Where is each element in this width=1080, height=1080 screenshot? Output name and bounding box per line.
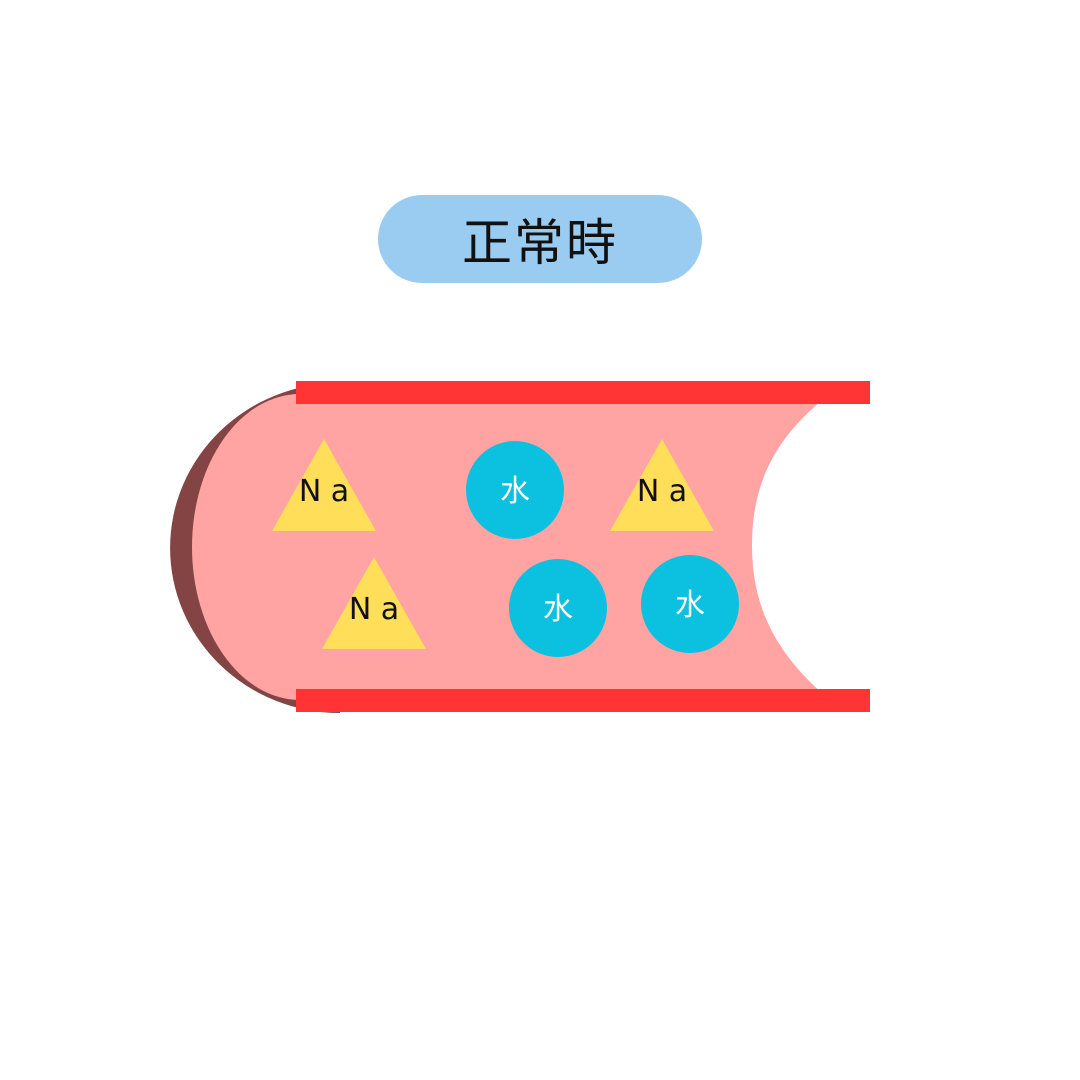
title-text: 正常時	[462, 214, 618, 272]
vessel-wall-bottom	[296, 689, 870, 712]
water-circle	[466, 441, 564, 539]
vessel-wall-top	[296, 381, 870, 404]
water-label: 水	[675, 588, 705, 623]
water-circle	[509, 559, 607, 657]
title-pill: 正常時	[378, 195, 702, 283]
sodium-label: N a	[637, 474, 687, 509]
vessel-lumen	[192, 394, 830, 700]
water-circle	[641, 555, 739, 653]
water-label: 水	[543, 592, 573, 627]
water-label: 水	[500, 474, 530, 509]
sodium-triangle	[610, 439, 714, 531]
sodium-label: N a	[349, 592, 399, 627]
sodium-label: N a	[299, 474, 349, 509]
particle-group: N a 水 N a 水 N a 水	[272, 439, 739, 657]
sodium-triangle	[272, 439, 376, 531]
sodium-triangle	[322, 557, 426, 649]
